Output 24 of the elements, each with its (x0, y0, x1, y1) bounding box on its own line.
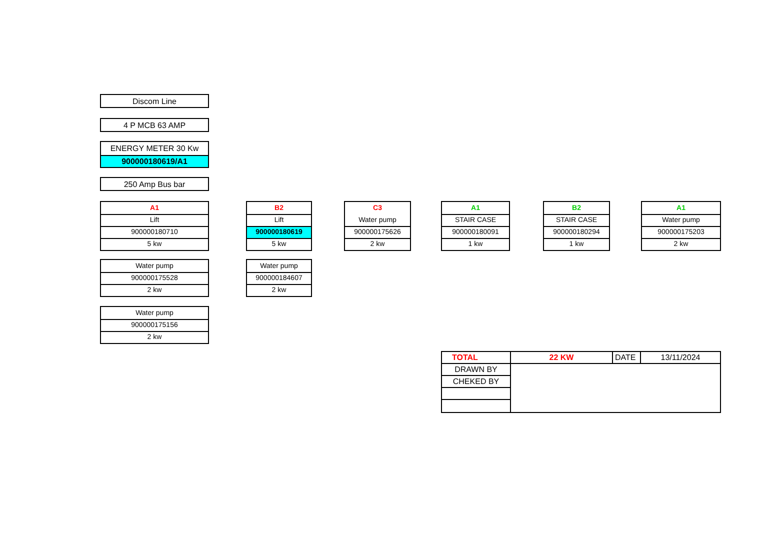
date-value: 13/11/2024 (641, 352, 720, 364)
meter-number: 900000180619/A1 (101, 154, 208, 167)
panel-box (641, 201, 721, 251)
panel-label: 4 P MCB 63 AMP (122, 120, 187, 131)
panel-box (441, 201, 510, 251)
panel-box (100, 177, 209, 191)
panel-box (100, 259, 209, 297)
panel-box (100, 118, 209, 132)
panel-box (344, 201, 411, 251)
total-value: 22 KW (511, 352, 613, 364)
panel-box (246, 201, 312, 251)
total-label: TOTAL (442, 352, 511, 364)
drawn-by-label: DRAWN BY (442, 364, 511, 376)
panel-box (100, 141, 209, 168)
panel-box (246, 259, 312, 297)
panel-label: Discom Line (131, 96, 178, 107)
date-label: DATE (613, 352, 641, 364)
panel-label: ENERGY METER 30 Kw (109, 142, 200, 154)
panel-label: 250 Amp Bus bar (122, 178, 186, 190)
panel-box (100, 201, 209, 251)
panel-box (100, 94, 209, 108)
panel-box (100, 306, 209, 344)
checked-by-label: CHEKED BY (442, 376, 511, 388)
panel-box (543, 201, 610, 251)
